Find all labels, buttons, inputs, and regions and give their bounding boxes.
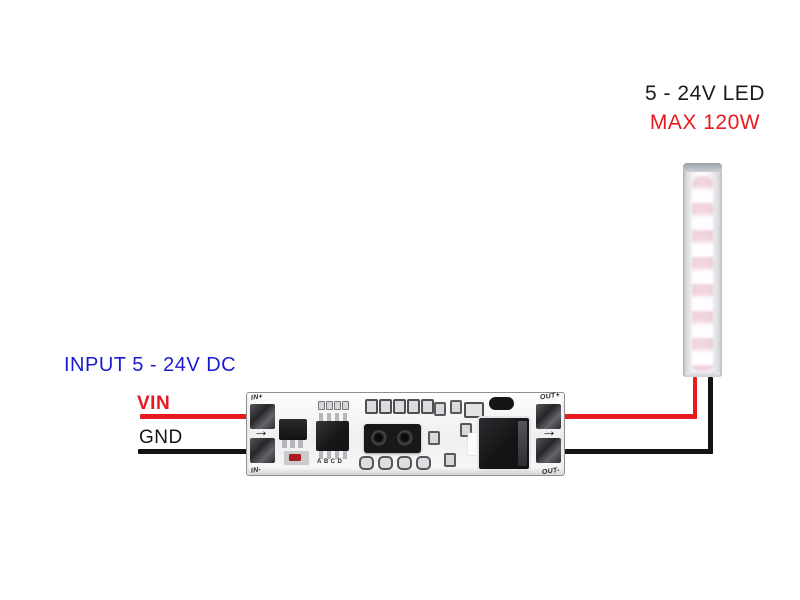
solder-pad [359, 456, 374, 470]
out-minus-silkscreen-label: OUT- [541, 466, 561, 477]
arrow-right-icon: → [541, 423, 557, 440]
out-plus-silkscreen-label: OUT+ [539, 391, 561, 402]
transistor-leg [282, 440, 287, 448]
solder-pad [416, 456, 431, 470]
solder-pad [450, 400, 462, 414]
led-bar-diffuser [692, 176, 713, 372]
input-voltage-label: INPUT 5 - 24V DC [64, 354, 237, 376]
power-mosfet [479, 418, 529, 469]
output-positive-wire-vertical [693, 377, 697, 419]
solder-pad [379, 399, 392, 414]
output-negative-wire-horizontal [560, 449, 713, 454]
transistor-leg [298, 440, 303, 448]
ic-pin [327, 451, 331, 459]
solder-pad [318, 401, 325, 410]
solder-pad [464, 402, 484, 418]
led-bar-end-cap [683, 163, 722, 172]
solder-pad [434, 402, 446, 416]
solder-pad [378, 456, 393, 470]
indicator-led [283, 450, 310, 466]
solder-pad [334, 401, 341, 410]
ic-pin [343, 451, 347, 459]
output-positive-wire-horizontal [560, 414, 697, 419]
arrow-right-icon: → [253, 423, 269, 440]
led-light-bar [683, 163, 722, 377]
ir-emitter-lens [371, 430, 388, 447]
ic-pin [343, 413, 347, 421]
solder-pad [444, 453, 456, 467]
transistor-leg [290, 440, 295, 448]
ic-marking-text: ABCD [317, 459, 345, 465]
ic-pin [319, 413, 323, 421]
ic-pin [319, 451, 323, 459]
led-max-wattage-label: MAX 120W [649, 111, 761, 134]
in-plus-silkscreen-label: IN+ [250, 393, 264, 402]
solder-pad [342, 401, 349, 410]
mosfet-tab [518, 421, 527, 466]
led-load-title: 5 - 24V LED [645, 82, 765, 105]
ic-pin [327, 413, 331, 421]
in-minus-solder-pad [250, 438, 275, 463]
gnd-wire-label: GND [139, 427, 183, 448]
indicator-led-chip [289, 454, 301, 461]
solder-pad [407, 399, 420, 414]
out-minus-solder-pad [536, 438, 561, 463]
out-plus-solder-pad [536, 404, 561, 429]
smd-diode [489, 397, 514, 410]
led-dimmer-sensor-board: IN+ → IN- ABCD [246, 392, 565, 476]
solder-pad [428, 431, 440, 445]
ic-pin [335, 413, 339, 421]
ic-pin [335, 451, 339, 459]
solder-pad [468, 433, 480, 455]
in-plus-solder-pad [250, 404, 275, 429]
sot23-transistor [279, 419, 307, 448]
led-bar-bottom-cap [685, 372, 720, 377]
solder-pad [393, 399, 406, 414]
in-minus-silkscreen-label: IN- [250, 466, 262, 475]
output-negative-wire-vertical [708, 377, 713, 454]
solder-pad [397, 456, 412, 470]
ir-receiver-lens [397, 430, 414, 447]
soic8-control-ic [316, 413, 349, 459]
solder-pad [421, 399, 434, 414]
gnd-input-wire [138, 449, 248, 454]
solder-pad [365, 399, 378, 414]
vin-input-wire [140, 414, 248, 419]
solder-pad [326, 401, 333, 410]
vin-wire-label: VIN [137, 393, 171, 414]
ir-proximity-sensor [364, 424, 421, 453]
